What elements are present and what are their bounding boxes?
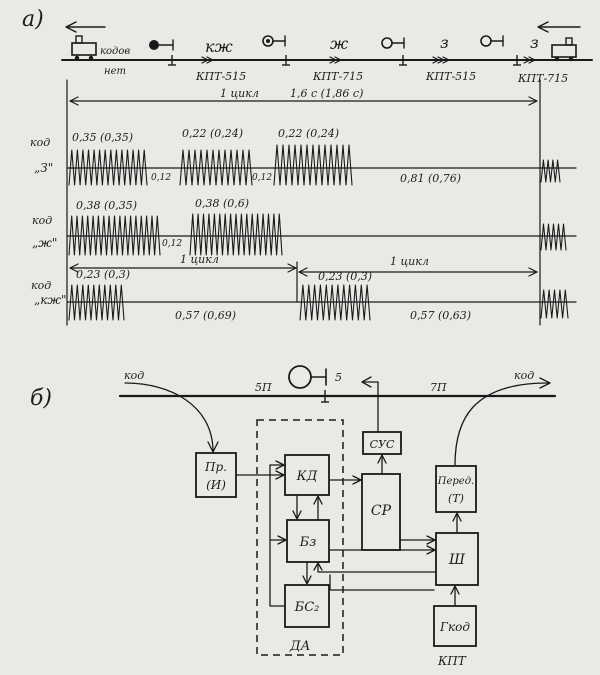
signal-icon-b <box>288 365 327 389</box>
signal-icon-1 <box>149 39 174 51</box>
receiver-label-2: (И) <box>206 478 226 492</box>
row-z-pulse-label-2: 0,22 (0,24) <box>182 127 243 140</box>
no-code-label-1: кодов <box>100 46 130 57</box>
da-unit-frame <box>256 419 344 656</box>
row-kzh-space-label-1: 0,57 (0,69) <box>175 309 236 322</box>
section-code-2: ж <box>330 34 349 53</box>
row-z-pulse-3 <box>273 144 353 186</box>
row-z-pulse-2 <box>179 149 253 186</box>
receiver-block: Пр. (И) <box>195 452 237 498</box>
row-kzh-pulse-1 <box>68 284 125 321</box>
bz-label: Бз <box>299 535 317 550</box>
row-zh-pulse-1 <box>68 215 161 256</box>
code-in-label: код <box>124 369 144 382</box>
signal-control-arrow <box>363 381 379 433</box>
sus-label: СУС <box>370 438 395 451</box>
sus-block: СУС <box>362 431 402 455</box>
row-zh-pulse-label-1: 0,38 (0,35) <box>76 199 137 212</box>
row-kzh-cycle-label-1: 1 цикл <box>180 253 219 266</box>
part-b-label: б) <box>30 386 52 411</box>
code-out-label: код <box>514 369 534 382</box>
transmitter-block: Перед. (Т) <box>435 465 477 513</box>
section-code-4: з <box>530 33 539 52</box>
no-code-label-2: нет <box>104 66 126 77</box>
row-z-gap-label-1: 0,12 <box>151 173 171 183</box>
train-icon-right <box>551 37 577 62</box>
row-zh-label-1: код <box>32 214 52 227</box>
section-label-7p: 7П <box>430 381 447 394</box>
code-out-arrowhead <box>539 377 551 389</box>
sr-block: СР <box>361 473 401 551</box>
row-kzh-pulse-2 <box>299 284 371 321</box>
da-label: ДА <box>289 639 310 654</box>
row-kzh-space-label-2: 0,57 (0,63) <box>410 309 471 322</box>
signal-control-arrowhead <box>361 376 372 388</box>
code-in-arrow <box>124 382 214 451</box>
row-z-label-1: код <box>30 136 50 149</box>
generator-label: Гкод <box>439 620 470 634</box>
section-code-1: кж <box>205 37 234 56</box>
row-zh-pulse-label-2: 0,38 (0,6) <box>195 197 249 210</box>
train-icon-left <box>71 35 97 61</box>
section-kpt-1: КПТ-515 <box>195 70 246 83</box>
section-kpt-2: КПТ-715 <box>312 70 363 83</box>
row-z-label-2: „З" <box>34 161 53 175</box>
signal-number: 5 <box>335 371 342 384</box>
bs-label: БС₂ <box>294 600 320 615</box>
row-zh-label-2: „ж" <box>32 236 57 250</box>
signal-icon-2 <box>262 35 286 47</box>
block-connections <box>235 454 462 607</box>
cycle-value: 1,6 с (1,86 с) <box>290 87 363 100</box>
row-z-pulse-label-1: 0,35 (0,35) <box>72 131 133 144</box>
kd-block: КД <box>284 454 330 496</box>
bs-block: БС₂ <box>284 584 330 628</box>
section-label-5p: 5П <box>255 381 272 394</box>
row-kzh-pulse-label-1: 0,23 (0,3) <box>76 268 130 281</box>
bz-block: Бз <box>286 519 330 563</box>
row-zh-pulse-2 <box>189 213 283 256</box>
row-kzh-cycle-label-2: 1 цикл <box>390 255 429 268</box>
section-kpt-3: КПТ-515 <box>425 70 476 83</box>
row-kzh-label-2: „кж" <box>34 293 67 307</box>
section-code-3: з <box>440 33 449 52</box>
row-z-pulse-next <box>540 159 561 183</box>
section-kpt-4: КПТ-715 <box>517 72 568 85</box>
row-kzh-label-1: код <box>31 279 51 292</box>
sh-block: Ш <box>435 532 479 586</box>
direction-arrow-right-top <box>537 21 581 33</box>
sh-label: Ш <box>448 552 466 568</box>
code-out-arrow <box>454 382 549 466</box>
row-kzh-pulse-next <box>540 289 569 319</box>
kd-label: КД <box>296 469 318 484</box>
generator-block: Гкод <box>433 605 477 647</box>
receiver-label-1: Пр. <box>204 460 227 474</box>
kpt-label: КПТ <box>437 654 467 668</box>
row-zh-gap-label-1: 0,12 <box>162 239 182 249</box>
direction-arrow-left <box>65 21 106 33</box>
row-z-pulse-1 <box>68 149 148 186</box>
row-z-pulse-label-3: 0,22 (0,24) <box>278 127 339 140</box>
insulating-joints <box>168 55 521 66</box>
sr-label: СР <box>371 503 392 519</box>
transmitter-label-1: Перед. <box>437 476 474 487</box>
row-z-gap-label-2: 0,12 <box>252 173 272 183</box>
signal-icon-4 <box>480 35 504 47</box>
code-in-arrowhead <box>207 441 219 453</box>
row-kzh-cycle-arrow-1 <box>69 263 297 273</box>
cycle-dimension-arrow <box>69 96 538 106</box>
row-kzh-pulse-label-2: 0,23 (0,3) <box>318 270 372 283</box>
row-zh-pulse-next <box>540 223 567 251</box>
cycle-label: 1 цикл <box>220 87 259 100</box>
insulating-joint-b <box>321 390 329 403</box>
code-flow-chevrons <box>201 56 536 64</box>
signal-icon-3 <box>381 37 405 49</box>
row-z-tail-label: 0,81 (0,76) <box>400 172 461 185</box>
row-kzh-cycle-arrow-2 <box>298 267 538 277</box>
part-a-label: а) <box>22 7 44 32</box>
transmitter-label-2: (Т) <box>448 492 464 505</box>
